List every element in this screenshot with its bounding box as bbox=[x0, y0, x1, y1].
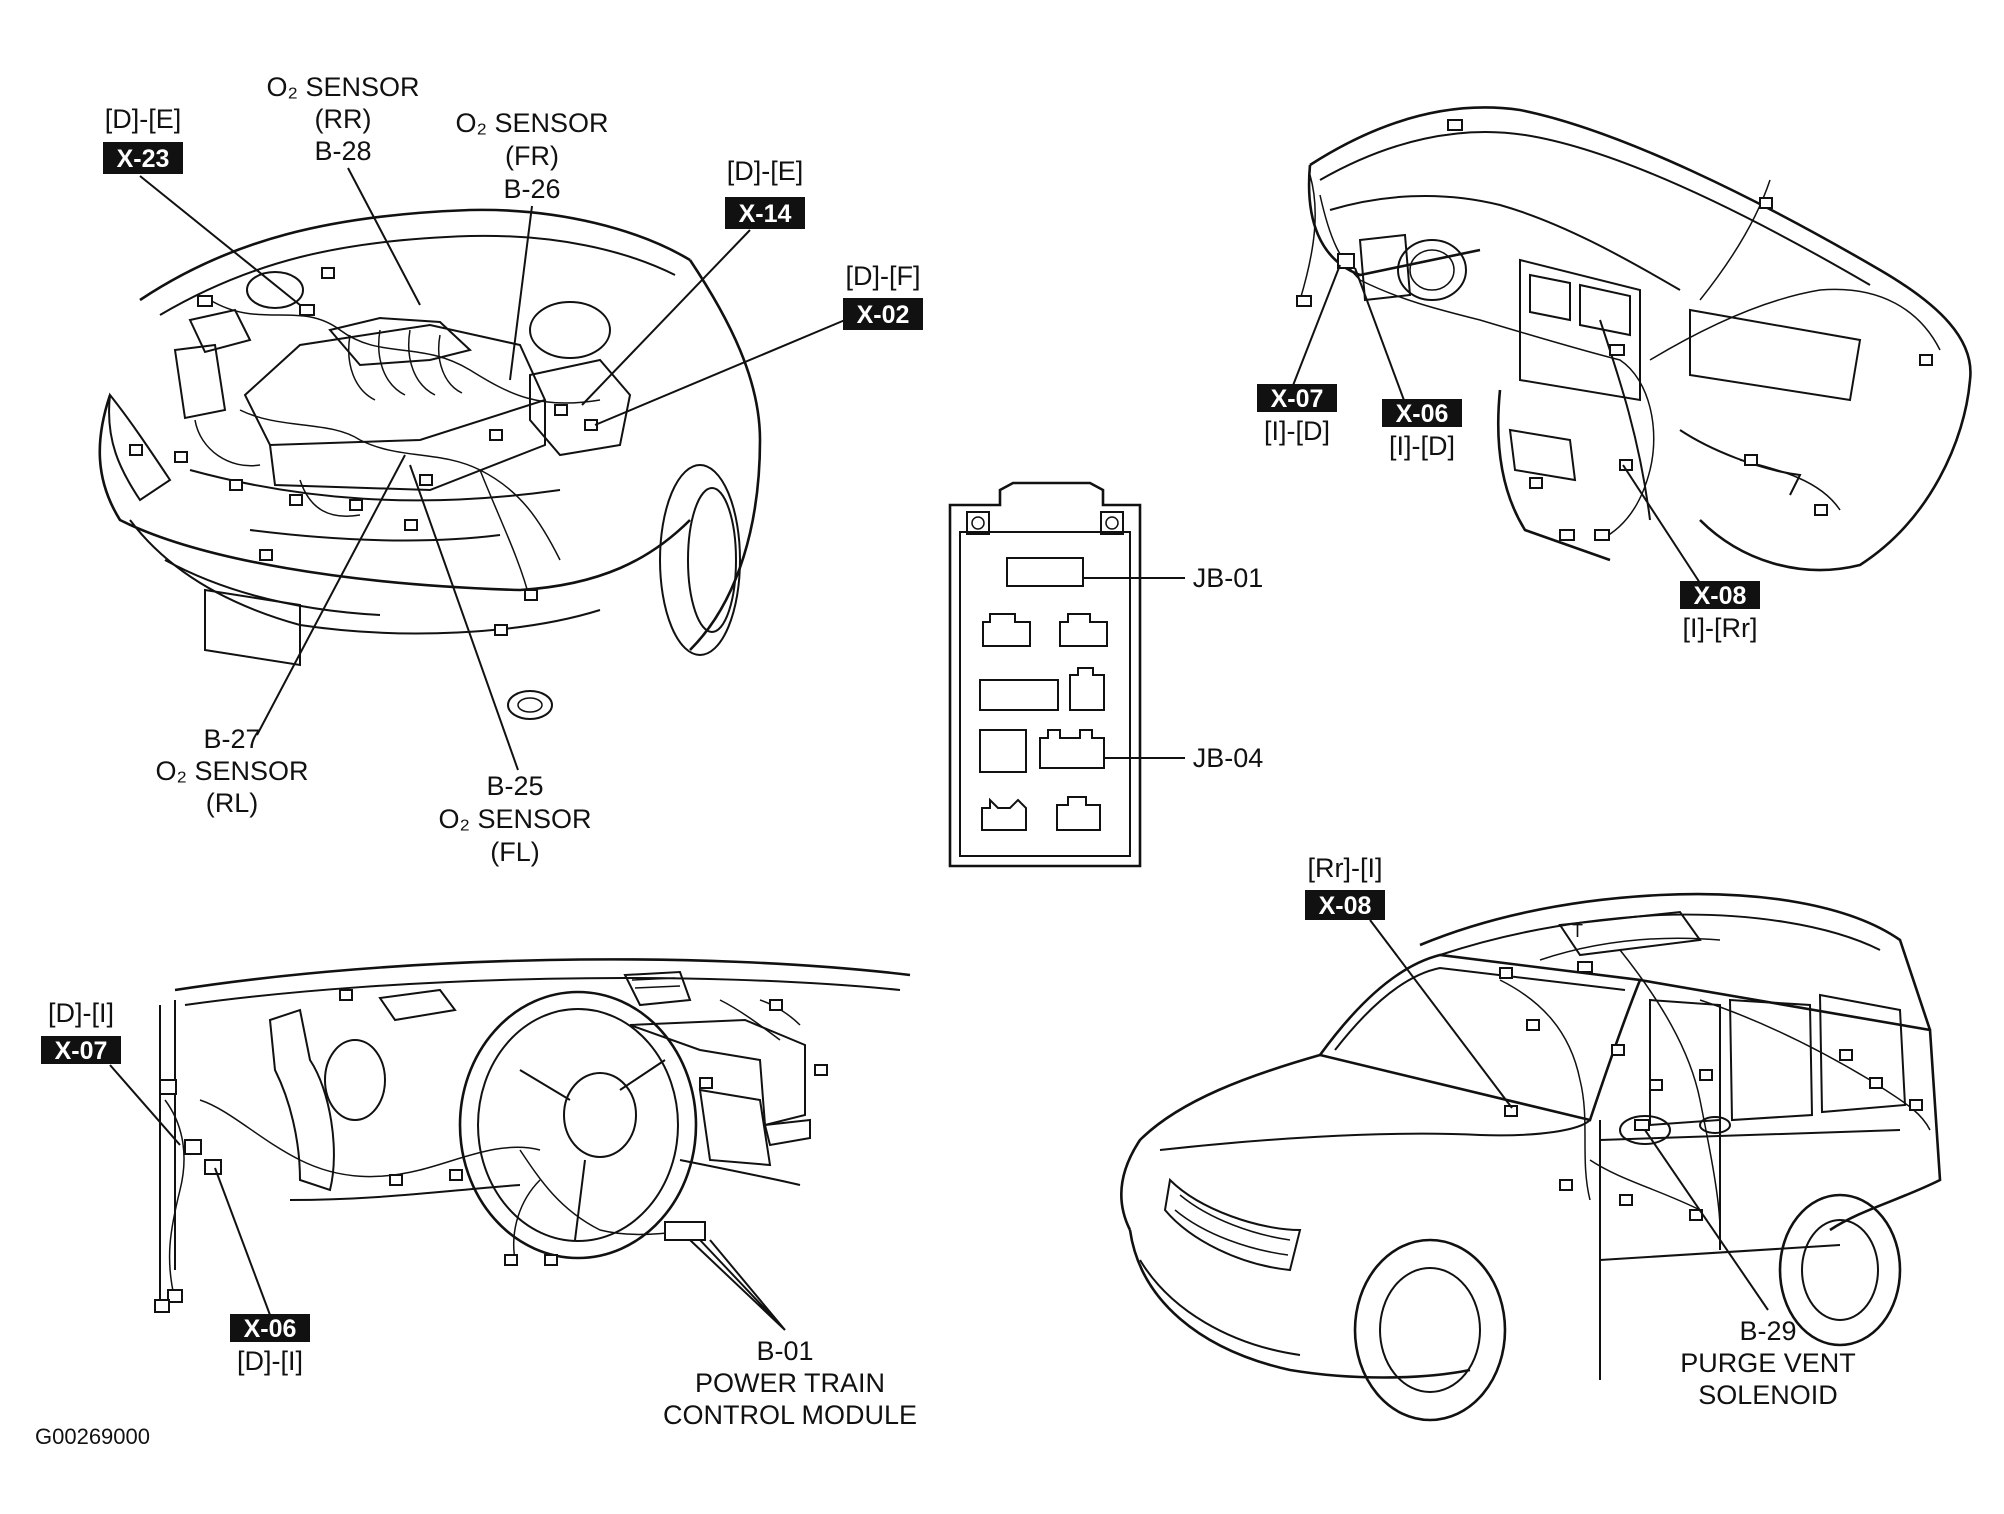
o2-rl-position: (RL) bbox=[206, 788, 259, 818]
o2-fr-name: O₂ SENSOR bbox=[455, 108, 608, 138]
o2-rl-leader-line bbox=[256, 454, 406, 736]
x02-callout: [D]-[F] X-02 bbox=[594, 261, 923, 426]
purge-vent-code: B-29 bbox=[1739, 1316, 1796, 1346]
o2-sensor-fl-callout: B-25 O₂ SENSOR (FL) bbox=[409, 464, 592, 867]
pcm-name-line1: POWER TRAIN bbox=[695, 1368, 885, 1398]
x14-tag-box bbox=[725, 197, 805, 229]
x02-leader-line bbox=[594, 319, 846, 426]
junction-box-illustration bbox=[948, 481, 1142, 868]
dash-x06-location: [I]-[D] bbox=[1389, 431, 1455, 461]
van-x08-tag-box bbox=[1305, 890, 1385, 920]
pcm-name-line2: CONTROL MODULE bbox=[663, 1400, 917, 1430]
dash-x08-tag-box bbox=[1680, 581, 1760, 609]
dash-x06-tag-box bbox=[1382, 399, 1462, 427]
figure-id: G00269000 bbox=[35, 1424, 150, 1449]
dash-x07-tag: X-07 bbox=[1271, 385, 1324, 413]
o2-fl-code: B-25 bbox=[486, 771, 543, 801]
dash-x07-location: [I]-[D] bbox=[1264, 416, 1330, 446]
jb01-label: JB-01 bbox=[1193, 563, 1264, 593]
x02-location: [D]-[F] bbox=[846, 261, 921, 291]
x14-callout: [D]-[E] X-14 bbox=[581, 156, 805, 406]
x02-tag-box bbox=[843, 298, 923, 330]
dash-x08-tag: X-08 bbox=[1694, 582, 1747, 610]
purge-vent-callout: B-29 PURGE VENT SOLENOID bbox=[1644, 1129, 1856, 1410]
jb01-socket bbox=[1006, 557, 1084, 587]
steering-x06-tag: X-06 bbox=[244, 1315, 297, 1343]
dash-x06-tag: X-06 bbox=[1396, 400, 1449, 428]
jb01-callout: JB-01 bbox=[1083, 563, 1263, 593]
steering-x06-location: [D]-[I] bbox=[237, 1346, 303, 1376]
van-x08-leader-line bbox=[1369, 919, 1513, 1109]
dash-x07-callout: X-07 [I]-[D] bbox=[1257, 264, 1341, 446]
steering-area-illustration bbox=[159, 958, 911, 1301]
van-x08-callout: [Rr]-[I] X-08 bbox=[1305, 853, 1513, 1109]
o2-rl-code: B-27 bbox=[203, 724, 260, 754]
x23-leader-line bbox=[139, 175, 301, 306]
steering-connector-group bbox=[154, 989, 828, 1313]
purge-vent-name-line1: PURGE VENT bbox=[1680, 1348, 1856, 1378]
x14-location: [D]-[E] bbox=[727, 156, 804, 186]
x23-tag: X-23 bbox=[117, 145, 170, 173]
steering-x06-tag-box bbox=[230, 1314, 310, 1342]
o2-fl-name: O₂ SENSOR bbox=[438, 804, 591, 834]
jb04-socket bbox=[1039, 729, 1105, 769]
o2-rr-name: O₂ SENSOR bbox=[266, 72, 419, 102]
jb04-label: JB-04 bbox=[1193, 743, 1264, 773]
dashboard-illustration bbox=[1299, 106, 1972, 572]
jb04-callout: JB-04 bbox=[1104, 743, 1263, 773]
x23-tag-box bbox=[103, 142, 183, 174]
steering-x07-callout: [D]-[I] X-07 bbox=[41, 998, 181, 1146]
o2-fr-leader-line bbox=[509, 205, 533, 381]
x23-callout: [D]-[E] X-23 bbox=[103, 104, 301, 306]
steering-x07-tag: X-07 bbox=[55, 1037, 108, 1065]
van-connector-group bbox=[1499, 961, 1923, 1221]
o2-fr-code: B-26 bbox=[503, 174, 560, 204]
dash-x08-location: [I]-[Rr] bbox=[1683, 613, 1758, 643]
steering-x07-location: [D]-[I] bbox=[48, 998, 114, 1028]
engine-bay-illustration bbox=[98, 208, 762, 720]
dash-x06-leader-line bbox=[1354, 267, 1406, 404]
steering-x06-callout: X-06 [D]-[I] bbox=[214, 1167, 310, 1376]
x23-location: [D]-[E] bbox=[105, 104, 182, 134]
o2-sensor-rl-callout: B-27 O₂ SENSOR (RL) bbox=[155, 454, 406, 818]
o2-rr-leader-line bbox=[347, 167, 421, 306]
o2-rr-position: (RR) bbox=[315, 104, 372, 134]
steering-x07-tag-box bbox=[41, 1036, 121, 1064]
dash-x07-tag-box bbox=[1257, 384, 1337, 412]
x14-leader-line bbox=[581, 229, 751, 406]
x14-tag: X-14 bbox=[739, 200, 792, 228]
van-x08-location: [Rr]-[I] bbox=[1308, 853, 1383, 883]
purge-vent-connector bbox=[1634, 1119, 1650, 1131]
van-x08-tag: X-08 bbox=[1319, 892, 1372, 920]
o2-fr-position: (FR) bbox=[505, 141, 559, 171]
dash-connector-group bbox=[1296, 119, 1933, 541]
roof-mark: T bbox=[1572, 921, 1583, 941]
pcm-leader-lines bbox=[689, 1239, 786, 1331]
o2-fl-leader-line bbox=[409, 464, 519, 771]
pcm-code: B-01 bbox=[756, 1336, 813, 1366]
dash-x08-leader-line bbox=[1622, 464, 1701, 584]
x02-tag: X-02 bbox=[857, 301, 910, 329]
dash-x07-leader-line bbox=[1291, 264, 1341, 389]
engine-connector-group bbox=[129, 267, 598, 636]
purge-vent-name-line2: SOLENOID bbox=[1698, 1380, 1838, 1410]
purge-vent-leader-line bbox=[1644, 1129, 1769, 1311]
o2-rr-code: B-28 bbox=[314, 136, 371, 166]
pcm-callout: B-01 POWER TRAIN CONTROL MODULE bbox=[663, 1239, 917, 1430]
pcm-connector bbox=[664, 1221, 706, 1241]
dash-x06-callout: X-06 [I]-[D] bbox=[1354, 267, 1462, 461]
o2-sensor-rr-callout: O₂ SENSOR (RR) B-28 bbox=[266, 72, 421, 306]
steering-x07-leader-line bbox=[109, 1064, 181, 1146]
dash-x08-callout: X-08 [I]-[Rr] bbox=[1622, 464, 1760, 643]
o2-rl-name: O₂ SENSOR bbox=[155, 756, 308, 786]
minivan-illustration: T bbox=[1120, 892, 1942, 1422]
o2-fl-position: (FL) bbox=[490, 837, 540, 867]
steering-x06-leader-line bbox=[214, 1167, 271, 1316]
o2-sensor-fr-callout: O₂ SENSOR (FR) B-26 bbox=[455, 108, 609, 381]
